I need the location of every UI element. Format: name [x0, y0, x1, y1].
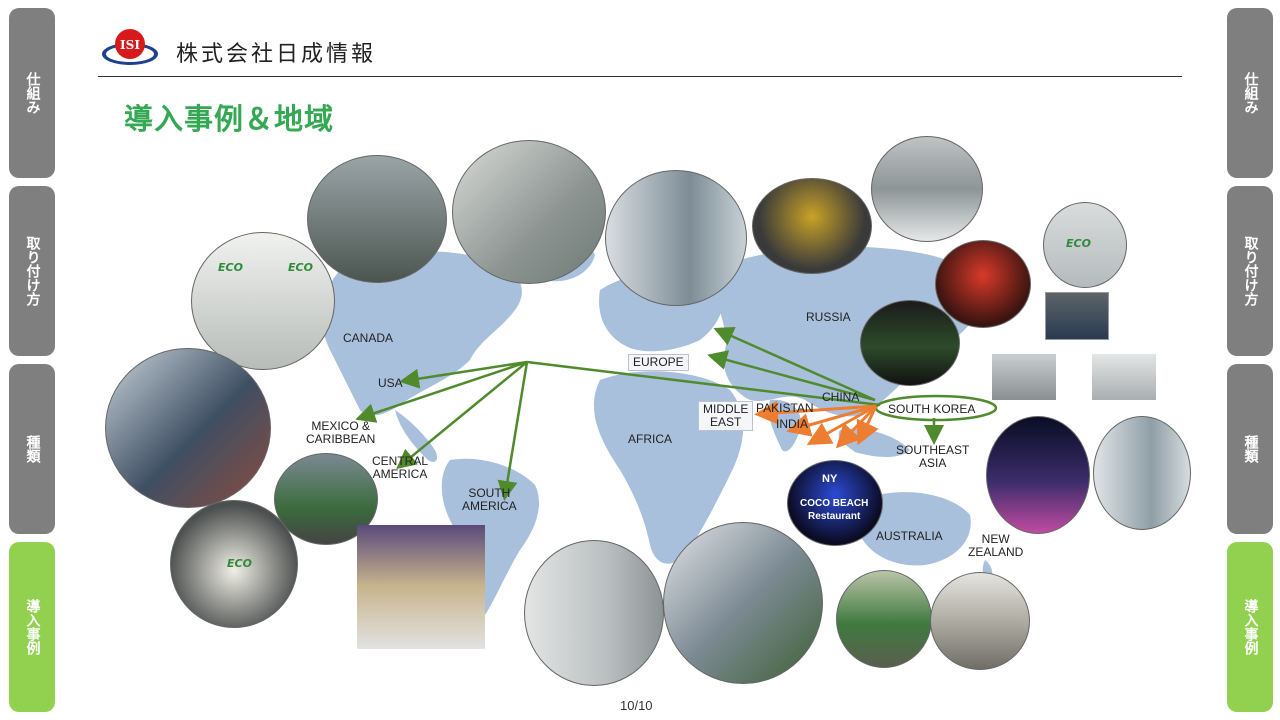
left-tab-installation[interactable]: 取り付け方: [9, 186, 55, 356]
photo-wall-unit: [871, 136, 983, 242]
photo-electrical-room: [307, 155, 447, 283]
label-new-zealand: NEW ZEALAND: [968, 532, 1024, 559]
right-tab-types-label: 種類: [1242, 435, 1259, 463]
company-name: 株式会社日成情報: [176, 42, 377, 67]
label-china: CHINA: [822, 390, 860, 404]
photo-press-machine-gray: [930, 572, 1030, 670]
label-southeast-asia: SOUTHEAST ASIA: [896, 443, 970, 470]
label-mexico-caribbean: MEXICO & CARIBBEAN: [306, 419, 376, 446]
right-tab-mechanism-label: 仕組み: [1242, 72, 1259, 114]
eco-brand-label-4: ECO: [227, 557, 252, 570]
label-usa: USA: [378, 376, 403, 390]
right-tab-mechanism[interactable]: 仕組み: [1227, 8, 1273, 178]
page-title: 導入事例＆地域: [124, 102, 335, 136]
company-logo: ISI: [102, 29, 158, 65]
label-europe: EUROPE: [628, 354, 689, 371]
photo-restaurant-sign: [935, 240, 1031, 328]
photo-technicians: [105, 348, 271, 508]
logo-initials: ISI: [120, 38, 140, 52]
left-tab-case-studies[interactable]: 導入事例: [9, 542, 55, 712]
label-russia: RUSSIA: [806, 310, 851, 324]
photo-convenience-store: [860, 300, 960, 386]
photo-technician-cabinet: [605, 170, 747, 306]
eco-brand-label-2: ECO: [218, 261, 243, 274]
left-tab-installation-label: 取り付け方: [24, 236, 41, 306]
page-number: 10/10: [620, 698, 653, 713]
eco-brand-label: ECO: [1066, 237, 1091, 250]
photo-technician-hardhat: [663, 522, 823, 684]
coco-beach-sign: COCO BEACH Restaurant: [800, 498, 869, 522]
label-south-america: SOUTH AMERICA: [462, 486, 517, 513]
right-tab-installation[interactable]: 取り付け方: [1227, 186, 1273, 356]
photo-city-night: [986, 416, 1090, 534]
photo-press-machine-green: [836, 570, 932, 668]
photo-device: [1092, 354, 1156, 400]
label-pakistan: PAKISTAN: [756, 401, 814, 415]
photo-eco-unit-corner: [524, 540, 664, 686]
label-india: INDIA: [776, 417, 809, 431]
photo-parallel-connection: [992, 354, 1056, 400]
label-south-korea: SOUTH KOREA: [888, 402, 976, 416]
right-tab-case-studies[interactable]: 導入事例: [1227, 542, 1273, 712]
photo-measuring-equipment: [1045, 292, 1109, 340]
map-australia: [854, 492, 971, 566]
photo-switchgear: [1093, 416, 1191, 530]
label-middle-east: MIDDLE EAST: [698, 401, 754, 431]
left-tab-types-label: 種類: [24, 435, 41, 463]
right-tab-installation-label: 取り付け方: [1242, 236, 1259, 306]
left-tab-case-studies-label: 導入事例: [24, 599, 41, 655]
eco-brand-label-3: ECO: [288, 261, 313, 274]
label-canada: CANADA: [343, 331, 394, 345]
label-australia: AUSTRALIA: [876, 529, 943, 543]
left-tab-types[interactable]: 種類: [9, 364, 55, 534]
header-divider: [98, 76, 1182, 77]
right-tab-types[interactable]: 種類: [1227, 364, 1273, 534]
photo-coco-beach: NY COCO BEACH Restaurant: [787, 460, 883, 546]
photo-control-panel: [452, 140, 606, 284]
photo-wiring: [752, 178, 872, 274]
photo-eco-units-stack: ECO ECO: [191, 232, 335, 370]
left-tab-mechanism-label: 仕組み: [24, 72, 41, 114]
label-africa: AFRICA: [628, 432, 673, 446]
photo-hotel-collage: [357, 525, 485, 649]
left-tab-mechanism[interactable]: 仕組み: [9, 8, 55, 178]
photo-eco-unit-small: ECO: [1043, 202, 1127, 288]
right-tab-case-studies-label: 導入事例: [1242, 599, 1259, 655]
ny-sign: NY: [822, 473, 838, 485]
photo-eco-unit-wall: ECO: [170, 500, 298, 628]
label-central-america: CENTRAL AMERICA: [372, 454, 429, 481]
